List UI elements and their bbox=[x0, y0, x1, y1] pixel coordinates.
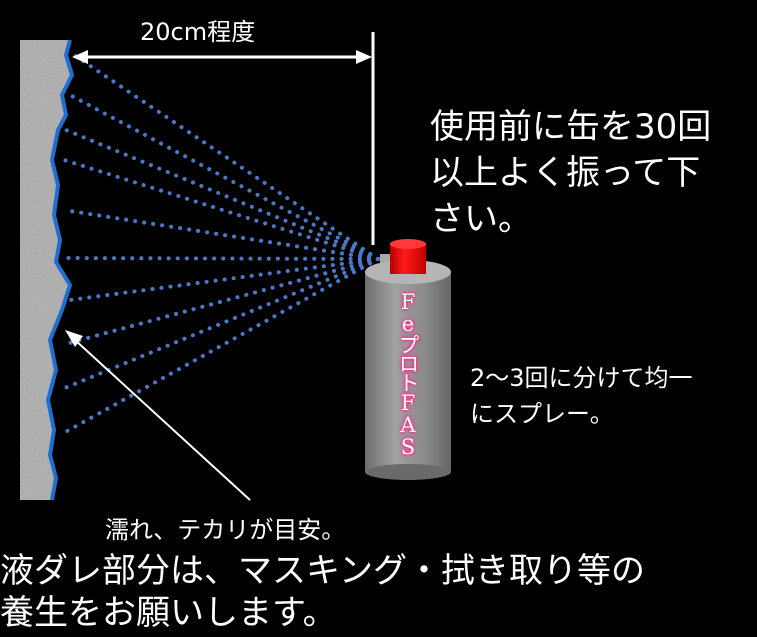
arrowhead-left bbox=[72, 50, 88, 64]
arrowhead-right bbox=[356, 50, 372, 64]
wet-guide-label: 濡れ、テカリが目安。 bbox=[105, 516, 346, 544]
shake-instruction-line: 使用前に缶を30回 bbox=[430, 107, 712, 147]
spray-dotted-line bbox=[62, 208, 380, 261]
apply-instruction-line: にスプレー。 bbox=[470, 400, 614, 428]
spray-dotted-line bbox=[64, 128, 380, 261]
pointer-arrow bbox=[65, 330, 251, 501]
spray-dotted-line bbox=[58, 257, 380, 392]
can-product-label: FeプロトFAS bbox=[396, 290, 420, 457]
spray-dotted-line bbox=[68, 257, 380, 302]
spray-dotted-line bbox=[68, 93, 380, 261]
wall-texture bbox=[20, 40, 72, 500]
nozzle bbox=[380, 254, 392, 264]
shake-instruction-line: さい。 bbox=[430, 199, 532, 239]
concrete-wall-icon bbox=[20, 39, 74, 501]
can-cap-top bbox=[390, 239, 426, 249]
distance-arrow bbox=[72, 32, 375, 245]
pointer-line bbox=[74, 339, 251, 501]
can-bottom bbox=[365, 464, 451, 480]
spray-dotted-line bbox=[60, 257, 380, 347]
distance-label: 20cm程度 bbox=[140, 18, 256, 46]
pointer-arrowhead bbox=[65, 330, 83, 347]
can-body bbox=[365, 272, 451, 472]
masking-note: 液ダレ部分は、マスキング・拭き取り等の 養生をお願いします。 bbox=[0, 550, 757, 634]
spray-can-icon bbox=[365, 239, 451, 480]
apply-instruction-line: 2～3回に分けて均一 bbox=[470, 364, 693, 392]
spray-dotted-line bbox=[62, 158, 380, 261]
spray-dotted-line bbox=[58, 257, 380, 437]
masking-note-line: 液ダレ部分は、マスキング・拭き取り等の bbox=[0, 551, 645, 591]
shake-instruction: 使用前に缶を30回 以上よく振って下 さい。 bbox=[430, 104, 750, 242]
wet-edge-line bbox=[46, 39, 74, 501]
shake-instruction-line: 以上よく振って下 bbox=[430, 153, 701, 193]
masking-note-line: 養生をお願いします。 bbox=[0, 593, 337, 633]
spray-dotted-line bbox=[72, 53, 380, 261]
spray-pattern bbox=[58, 53, 380, 437]
spray-dotted-line bbox=[64, 256, 380, 261]
apply-instruction: 2～3回に分けて均一 にスプレー。 bbox=[470, 360, 757, 432]
